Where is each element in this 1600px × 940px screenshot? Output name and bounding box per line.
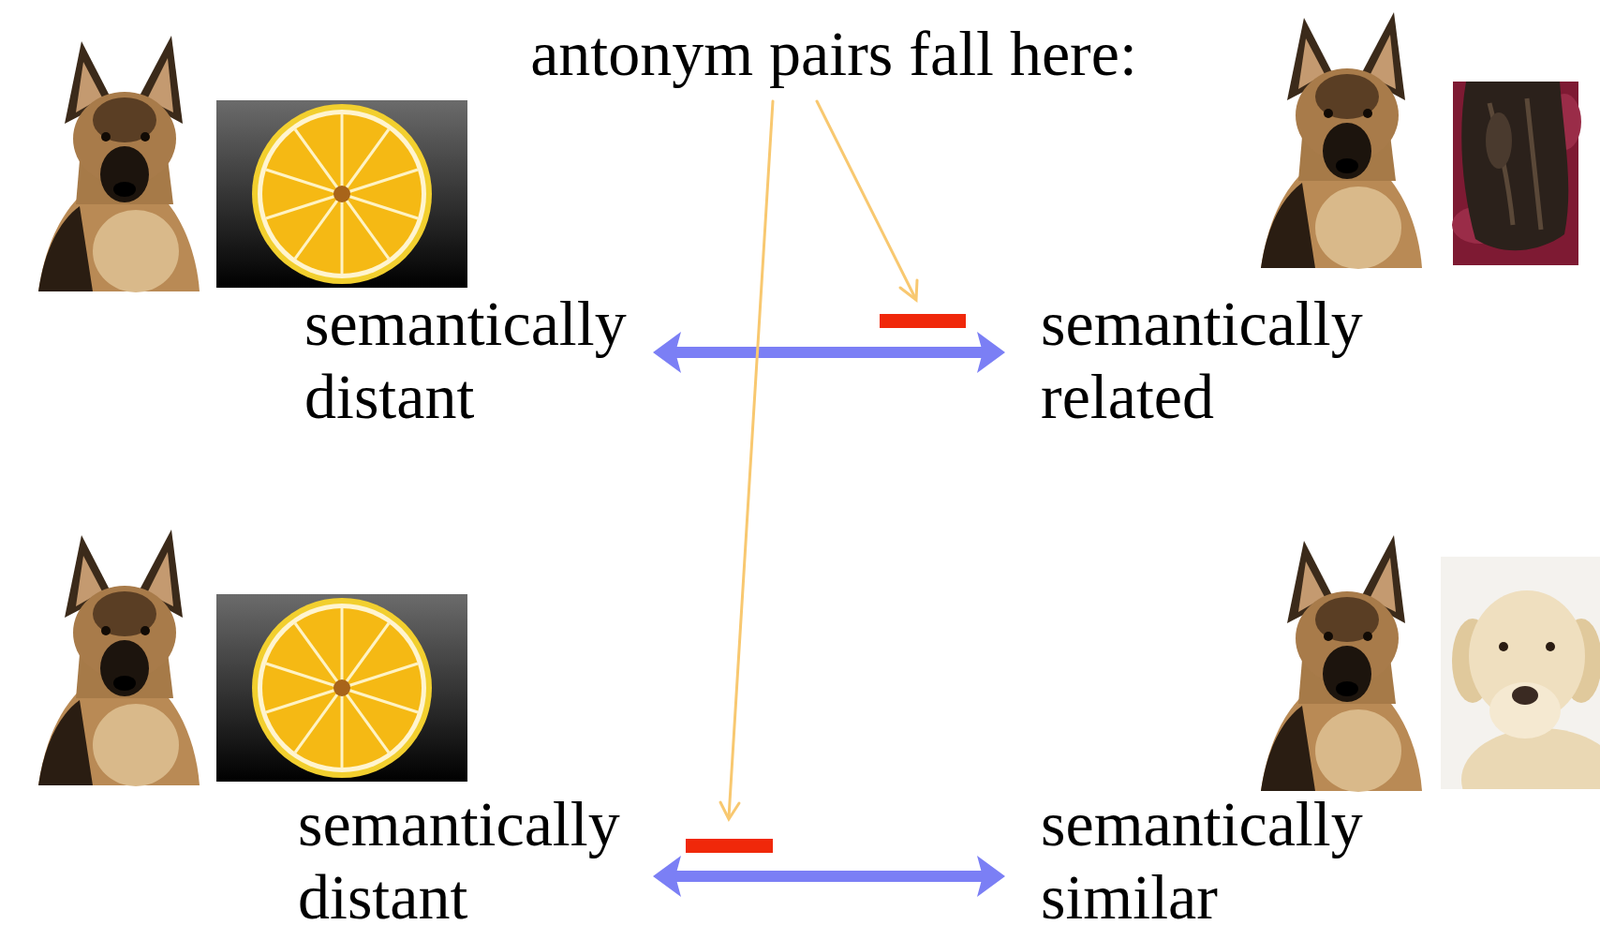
callout-text: antonym pairs fall here: [505, 16, 1162, 90]
paw-photo [1451, 81, 1582, 266]
lab-head [1468, 590, 1586, 722]
scale-arrow [652, 855, 1006, 897]
leader-line [728, 101, 773, 817]
paw-background [1452, 81, 1579, 266]
scale-end-label: semantically distant [304, 286, 698, 433]
dog-photo [38, 529, 200, 786]
dog-photo [1260, 534, 1423, 792]
lab-muzzle [1489, 681, 1561, 739]
scale-end-label: semantically distant [297, 786, 692, 934]
arrow-head [977, 331, 1006, 373]
scale-end-label: semantically similar [1040, 786, 1435, 934]
paw-highlight [1485, 112, 1512, 169]
leader-head [900, 280, 918, 300]
scale-end-label: semantically related [1040, 286, 1435, 433]
arrow-head [652, 331, 682, 373]
leader-head [720, 801, 740, 819]
leader-line [816, 101, 916, 298]
dog-photo [1260, 12, 1423, 269]
lemon-photo [216, 593, 468, 782]
range-marker [879, 313, 966, 328]
lab-eye [1545, 641, 1556, 652]
lab-eye [1498, 641, 1509, 652]
paw-fur [1461, 81, 1569, 251]
leader-line [720, 101, 918, 819]
scale-arrow [652, 331, 1006, 373]
dog-photo [38, 35, 200, 293]
arrow-head [652, 855, 682, 897]
scale-shaft [674, 870, 984, 882]
range-marker [685, 838, 773, 853]
lemon-photo [216, 100, 468, 288]
scale-shaft [674, 346, 984, 358]
lab-nose [1511, 685, 1539, 705]
arrow-head [977, 855, 1006, 897]
labrador-photo [1440, 556, 1600, 789]
